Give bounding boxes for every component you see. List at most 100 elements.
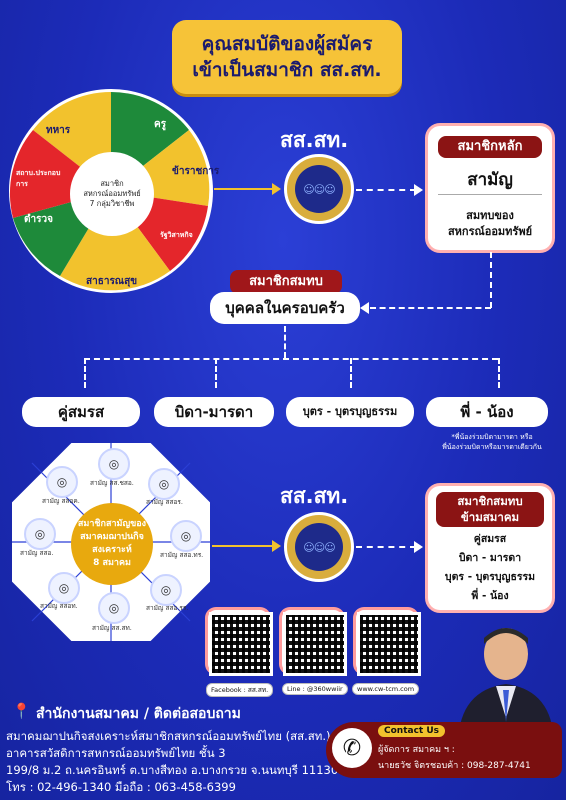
cross-member-heading-1: สมาชิกสมทบ: [457, 494, 523, 508]
wheel-center: สมาชิก สหกรณ์ออมทรัพย์ 7 กลุ่มวิชาชีพ: [70, 152, 154, 236]
wheel-segment-health: [60, 191, 170, 291]
assoc-logo-icon: ◎: [98, 448, 130, 480]
divider: [438, 194, 542, 195]
assoc-logo-icon: ◎: [48, 572, 80, 604]
ss-label-bottom: สส.สท.: [280, 484, 349, 508]
arrow-head-3: [360, 302, 369, 314]
qr-website-label: www.cw-tcm.com: [352, 683, 420, 695]
office-heading: สำนักงานสมาคม / ติดต่อสอบถาม: [36, 706, 241, 722]
title-box: คุณสมบัติของผู้สมัคร เข้าเป็นสมาชิก สส.ส…: [172, 20, 402, 94]
main-member-type: สามัญ: [467, 170, 513, 190]
assoc-logo-icon: ◎: [46, 466, 78, 498]
assoc-member-sub: บุคคลในครอบครัว: [210, 292, 360, 324]
octagon-center: สมาชิกสามัญของ สมาคมฌาปนกิจ สงเคราะห์ 8 …: [71, 503, 153, 585]
oct-item-5: สามัญ สส.สท.: [92, 624, 132, 632]
cross-member-card: สมาชิกสมทบ ข้ามสมาคม คู่สมรส บิดา - มารด…: [428, 486, 552, 610]
cross-item-2: บิดา - มารดา: [458, 552, 522, 564]
title-line-2: เข้าเป็นสมาชิก สส.สท.: [192, 59, 382, 81]
ss-label-top: สส.สท.: [280, 128, 349, 152]
wheel-label-teacher: ครู: [154, 119, 167, 130]
oct-item-3: สามัญ สสอ.ทร.: [160, 551, 204, 559]
footer-line-2: อาคารสวัสดิการสหกรณ์ออมทรัพย์ไทย ชั้น 3: [6, 746, 226, 760]
wheel-label-civil: ข้าราชการ: [172, 166, 220, 177]
family-note: *พี่น้องร่วมบิดามารดา หรือ พี่น้องร่วมบิ…: [422, 432, 562, 452]
dashed-arrow-1: [356, 189, 416, 191]
arrow-line-1: [214, 188, 274, 190]
oct-item-7: สามัญ สสอ.: [20, 549, 54, 557]
assoc-logo-icon: ◎: [98, 592, 130, 624]
main-member-card: สมาชิกหลัก สามัญ สมทบของ สหกรณ์ออมทรัพย์: [428, 126, 552, 250]
arrow-head-5: [414, 541, 423, 553]
family-siblings: พี่ - น้อง: [426, 397, 548, 427]
qr-line[interactable]: [282, 610, 347, 676]
wheel-label-state: รัฐวิสาหกิจ: [160, 231, 193, 239]
footer-line-1: สมาคมฌาปนกิจสงเคราะห์สมาชิกสหกรณ์ออมทรัพ…: [6, 729, 331, 743]
arrow-line-2: [212, 545, 274, 547]
location-pin-icon: 📍: [12, 702, 31, 720]
cross-item-4: พี่ - น้อง: [471, 590, 509, 602]
dashed-left-1: [370, 307, 491, 309]
contact-label: Contact Us: [378, 725, 446, 737]
qr-facebook[interactable]: [208, 610, 273, 676]
association-logo-top: ☺☺☺: [284, 154, 354, 224]
octagon-center-line-1: สมาชิกสามัญของ: [77, 519, 147, 529]
qr-code-icon: [209, 612, 273, 676]
assoc-logo-icon: ◎: [170, 520, 202, 552]
family-note-line-1: *พี่น้องร่วมบิดามารดา หรือ: [451, 433, 533, 441]
qr-line-label: Line : @360wwiir: [282, 683, 348, 695]
family-spouse: คู่สมรส: [22, 397, 140, 427]
main-member-heading: สมาชิกหลัก: [438, 136, 542, 158]
title-line-1: คุณสมบัติของผู้สมัคร: [201, 33, 373, 55]
cross-item-3: บุตร - บุตรบุญธรรม: [444, 571, 536, 583]
oct-item-4: สามัญ สสอ.รร.: [146, 604, 189, 612]
people-icon: ☺☺☺: [303, 540, 335, 554]
main-member-desc-1: สมทบของ: [466, 209, 514, 222]
qr-code-icon: [357, 612, 421, 676]
cross-item-1: คู่สมรส: [473, 533, 507, 545]
people-icon: ☺☺☺: [303, 182, 335, 196]
assoc-member-heading: สมาชิกสมทบ: [230, 270, 342, 294]
wheel-center-line-2: สหกรณ์ออมทรัพย์: [83, 189, 141, 198]
arrow-head-4: [272, 540, 281, 552]
contact-role: ผู้จัดการ สมาคม ฯ :: [378, 745, 455, 755]
family-note-line-2: พี่น้องร่วมบิดาหรือมารดาเดียวกัน: [442, 443, 542, 451]
dashed-tree-1: [84, 358, 86, 388]
qr-website[interactable]: [356, 610, 421, 676]
oct-item-1: สามัญ สส.ชสอ.: [90, 479, 134, 487]
wheel-label-police: ตำรวจ: [24, 214, 53, 225]
dashed-tree-bar: [84, 358, 498, 360]
assoc-logo-icon: ◎: [24, 518, 56, 550]
wheel-center-line-1: สมาชิก: [100, 179, 124, 188]
dashed-tree-4: [498, 358, 500, 388]
main-member-desc-2: สหกรณ์ออมทรัพย์: [447, 225, 533, 238]
association-logo-bottom: ☺☺☺: [284, 512, 354, 582]
octagon-center-line-4: 8 สมาคม: [93, 558, 131, 568]
oct-item-8: สามัญ สสอค.: [42, 497, 80, 505]
cross-member-heading-2: ข้ามสมาคม: [460, 510, 520, 524]
footer-line-4: โทร : 02-496-1340 มือถือ : 063-458-6399: [6, 780, 236, 794]
dashed-tree-2: [215, 358, 217, 388]
contact-box: ✆ Contact Us ผู้จัดการ สมาคม ฯ : นายธวัช…: [326, 722, 562, 778]
family-children: บุตร - บุตรบุญธรรม: [286, 397, 414, 427]
wheel-label-health: สาธารณสุข: [86, 276, 138, 287]
phone-icon: ✆: [332, 728, 372, 768]
arrow-head-2: [414, 184, 423, 196]
contact-name-phone: นายธวัช จิตรชอบค้า : 098-287-4741: [378, 761, 531, 771]
arrow-head-1: [272, 183, 281, 195]
wheel-label-enterprise: สถาบ.ประกอบการ: [16, 169, 61, 188]
dashed-tree-stem: [284, 326, 286, 358]
qr-facebook-label: Facebook : สส.สท.: [206, 683, 274, 697]
cross-member-list: คู่สมรส บิดา - มารดา บุตร - บุตรบุญธรรม …: [428, 530, 552, 606]
qr-code-icon: [283, 612, 347, 676]
footer-line-3: 199/8 ม.2 ถ.นครอินทร์ ต.บางสีทอง อ.บางกร…: [6, 763, 339, 777]
octagon-center-line-3: สงเคราะห์: [92, 545, 132, 555]
family-parents: บิดา-มารดา: [154, 397, 274, 427]
wheel-label-military: ทหาร: [46, 125, 71, 136]
cross-member-heading: สมาชิกสมทบ ข้ามสมาคม: [436, 492, 544, 527]
oct-item-6: สามัญ สสอท.: [40, 602, 78, 610]
oct-item-2: สามัญ สสอร.: [146, 498, 183, 506]
assoc-logo-icon: ◎: [150, 574, 182, 606]
wheel-center-line-3: 7 กลุ่มวิชาชีพ: [89, 199, 135, 208]
assoc-logo-icon: ◎: [148, 468, 180, 500]
